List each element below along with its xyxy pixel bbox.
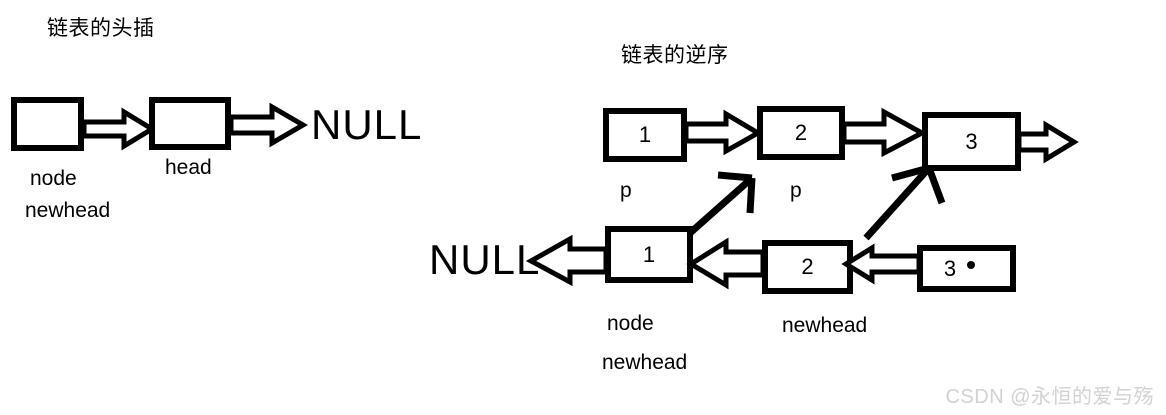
left-node-1-label-node: node (30, 167, 77, 190)
left-section-title: 链表的头插 (47, 17, 155, 40)
csdn-watermark: CSDN @永恒的爱与殇 (945, 386, 1154, 408)
left-node-1-box (11, 97, 84, 151)
left-null-terminator: NULL (311, 101, 423, 148)
bot-node-3-box (917, 245, 1016, 292)
left-node-2-label-head: head (165, 156, 212, 179)
top-node-2-pointer-label: p (790, 179, 802, 202)
bottom-arrow-2-to-1 (686, 237, 766, 290)
bot-node-1-label-node: node (607, 312, 654, 335)
top-arrow-3-to-next (1016, 120, 1079, 164)
left-node-2-box (149, 97, 231, 150)
bot-node-1-label-newhead: newhead (602, 351, 688, 374)
left-arrow-head-to-null (228, 102, 308, 148)
bot-node-2-label-newhead: newhead (782, 314, 868, 337)
left-arrow-node-to-head (81, 107, 157, 151)
right-section-title: 链表的逆序 (621, 44, 729, 67)
top-arrow-2-to-3 (841, 107, 928, 158)
top-node-2-box (757, 106, 845, 160)
top-node-1-pointer-label: p (620, 179, 632, 202)
bot-node-2-box (762, 240, 853, 294)
diagonal-arrow-node1-to-p (687, 171, 756, 236)
bottom-arrow-3-to-2 (841, 243, 922, 285)
top-node-1-box (603, 108, 687, 162)
bot-node-3-null-dot (967, 261, 975, 269)
left-node-1-label-newhead: newhead (25, 199, 111, 222)
diagonal-arrow-node2-to-node3 (863, 164, 946, 241)
top-node-3-box (922, 112, 1021, 171)
top-arrow-1-to-2 (683, 109, 763, 156)
bottom-null-terminator: NULL (429, 236, 541, 283)
bottom-arrow-1-to-null (525, 234, 609, 287)
bot-node-1-box (605, 226, 693, 283)
